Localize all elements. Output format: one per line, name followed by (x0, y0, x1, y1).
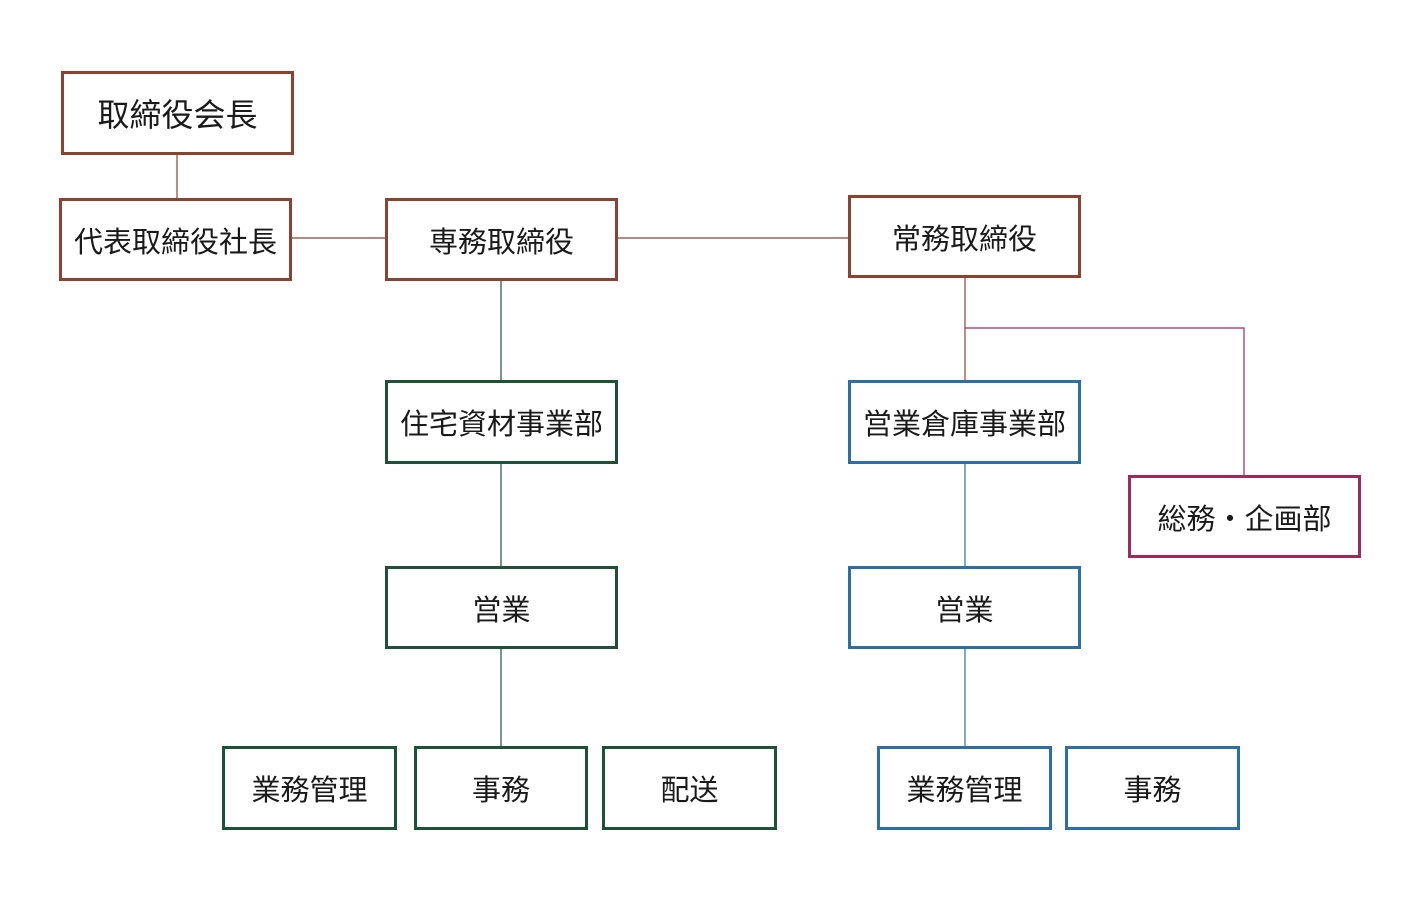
node-warehouse-office: 事務 (1065, 746, 1240, 830)
node-label: 事務 (1123, 773, 1182, 807)
node-label: 営業 (935, 592, 994, 627)
node-senior-director: 専務取締役 (385, 198, 618, 281)
node-label: 常務取締役 (891, 221, 1037, 256)
node-housing-delivery: 配送 (602, 746, 777, 830)
node-managing-director: 常務取締役 (848, 195, 1081, 278)
node-label: 代表取締役社長 (73, 224, 277, 259)
node-housing-ops-mgmt: 業務管理 (222, 746, 397, 830)
node-label: 営業 (472, 592, 531, 627)
node-label: 総務・企画部 (1157, 501, 1332, 536)
node-label: 業務管理 (251, 773, 368, 807)
node-housing-division: 住宅資材事業部 (385, 380, 618, 464)
line-managing-general (965, 327, 1245, 475)
node-warehouse-division: 営業倉庫事業部 (848, 380, 1081, 464)
node-label: 配送 (660, 773, 719, 807)
node-label: 住宅資材事業部 (399, 407, 603, 441)
node-housing-office: 事務 (414, 746, 588, 830)
node-label: 専務取締役 (428, 224, 574, 259)
node-president: 代表取締役社長 (59, 198, 292, 281)
node-label: 取締役会長 (97, 96, 258, 134)
node-housing-sales: 営業 (385, 566, 618, 649)
node-warehouse-ops-mgmt: 業務管理 (877, 746, 1052, 830)
node-general-affairs: 総務・企画部 (1128, 475, 1361, 558)
node-label: 営業倉庫事業部 (862, 407, 1066, 441)
node-label: 業務管理 (906, 773, 1023, 807)
node-label: 事務 (471, 773, 530, 807)
node-warehouse-sales: 営業 (848, 566, 1081, 649)
node-chairman: 取締役会長 (61, 71, 294, 155)
